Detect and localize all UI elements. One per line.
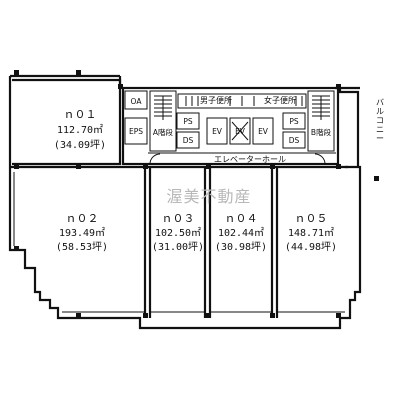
unit-n01-tsubo: (34.09坪) (54, 138, 106, 151)
watermark: 渥美不動産 (166, 187, 251, 206)
unit-n05-tsubo: (44.98坪) (285, 240, 337, 253)
unit-n01-area: 112.70㎡ (57, 124, 103, 136)
balcony-label-group: バルコニー (376, 98, 384, 143)
unit-n02-tsubo: (58.53坪) (56, 240, 108, 253)
unit-n03-id: ｎ０３ (162, 212, 195, 225)
ds-right-label: DS (289, 136, 300, 145)
elevator-1 (206, 117, 228, 145)
stair-a (149, 90, 177, 152)
stair-b (307, 90, 335, 152)
unit-n05-area: 148.71㎡ (288, 227, 334, 239)
eps-room (124, 117, 148, 145)
unit-n02-id: ｎ０２ (66, 212, 99, 225)
unit-n04-tsubo: (30.98坪) (215, 240, 267, 253)
elevator-3 (252, 117, 274, 145)
womens-toilet-label: 女子便所 (264, 95, 296, 105)
structural-columns (14, 70, 379, 318)
unit-n03: ｎ０３ 102.50㎡ (31.00坪) (152, 212, 204, 253)
building-outline (8, 74, 362, 330)
elevator-hall-label: エレベーターホール (214, 155, 286, 164)
mens-toilet-label: 男子便所 (200, 95, 232, 105)
eps-label: EPS (129, 127, 143, 136)
ps-right-label: PS (289, 117, 299, 126)
ev-3-label: EV (258, 127, 269, 136)
ds-left (176, 131, 200, 149)
stair-b-label: B階段 (311, 127, 332, 137)
ps-left-label: PS (183, 117, 193, 126)
ps-left (176, 112, 200, 130)
unit-n03-tsubo: (31.00坪) (152, 240, 204, 253)
unit-n05-id: ｎ０５ (295, 212, 328, 225)
unit-n02: ｎ０２ 193.49㎡ (58.53坪) (56, 212, 108, 253)
unit-n04: ｎ０４ 102.44㎡ (30.98坪) (215, 212, 267, 253)
unit-n01-id: ｎ０１ (64, 108, 97, 121)
unit-n05: ｎ０５ 148.71㎡ (44.98坪) (285, 212, 337, 253)
ds-right (282, 131, 306, 149)
balcony-label: バルコニー (376, 98, 384, 143)
ds-left-label: DS (183, 136, 194, 145)
partitions (10, 78, 348, 318)
toilet-band (177, 93, 307, 109)
unit-n02-area: 193.49㎡ (59, 227, 105, 239)
ev-1-label: EV (212, 127, 223, 136)
oa-label: OA (131, 97, 143, 106)
unit-n01: ｎ０１ 112.70㎡ (34.09坪) (54, 108, 106, 151)
ps-right (282, 112, 306, 130)
elevator-2 (229, 117, 251, 145)
oa-room (124, 90, 148, 110)
core (121, 86, 340, 166)
unit-n03-area: 102.50㎡ (155, 227, 201, 239)
stair-a-label: A階段 (153, 127, 174, 137)
ev-2-label: EV (235, 127, 246, 136)
unit-n04-area: 102.44㎡ (218, 227, 264, 239)
unit-n04-id: ｎ０４ (225, 212, 258, 225)
